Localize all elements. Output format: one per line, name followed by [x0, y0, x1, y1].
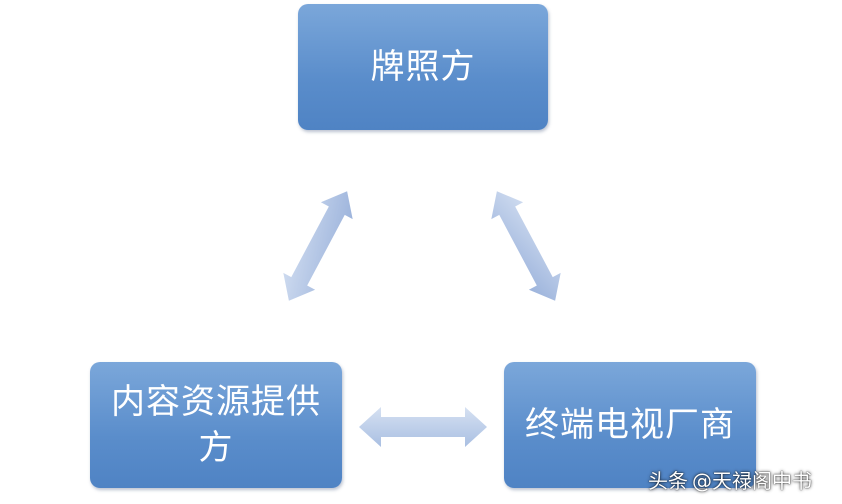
double-arrow-top-right — [491, 191, 561, 301]
watermark: 头条 @天禄阁中书 — [648, 462, 814, 496]
double-arrow-bottom — [359, 407, 487, 447]
node-content-provider: 内容资源提供方 — [90, 362, 342, 488]
double-arrow-top-left — [283, 191, 353, 301]
node-tv-manufacturer-label: 终端电视厂商 — [525, 405, 735, 445]
node-license-holder: 牌照方 — [298, 4, 548, 130]
node-content-provider-label: 内容资源提供方 — [111, 382, 321, 468]
watermark-brand: 头条 — [648, 468, 688, 493]
node-license-holder-label: 牌照方 — [370, 47, 476, 87]
node-tv-manufacturer: 终端电视厂商 — [504, 362, 756, 488]
watermark-handle: @天禄阁中书 — [692, 468, 812, 493]
